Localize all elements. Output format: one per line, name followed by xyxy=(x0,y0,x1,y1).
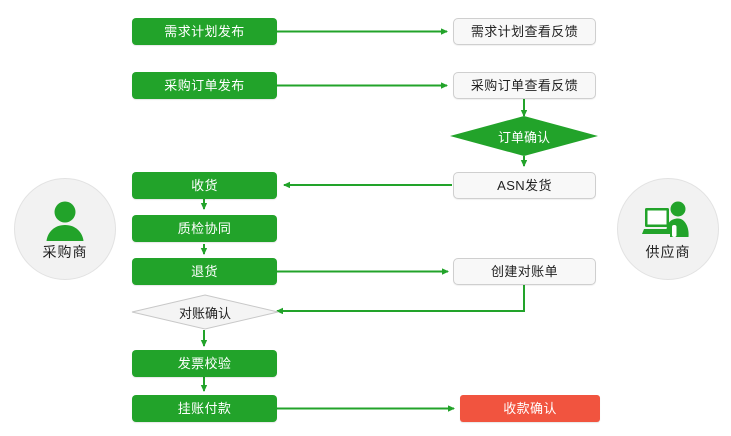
node-label: 退货 xyxy=(191,264,218,279)
node-label: 订单确认 xyxy=(497,129,550,145)
diamond-shape-icon xyxy=(131,294,279,330)
node-label: 采购订单查看反馈 xyxy=(470,78,579,93)
node-order-confirm[interactable]: 订单确认 xyxy=(450,116,598,156)
node-label: 收款确认 xyxy=(503,401,557,416)
node-statement-confirm[interactable]: 对账确认 xyxy=(131,294,279,330)
node-label: 创建对账单 xyxy=(490,264,558,279)
node-invoice-verification[interactable]: 发票校验 xyxy=(132,350,277,377)
node-purchase-order-publish[interactable]: 采购订单发布 xyxy=(132,72,277,99)
actor-supplier[interactable]: 供应商 xyxy=(617,178,719,280)
node-demand-plan-publish[interactable]: 需求计划发布 xyxy=(132,18,277,45)
edge-statement-to-confirm xyxy=(276,285,525,315)
node-label: 对账确认 xyxy=(178,305,231,321)
node-label: 挂账付款 xyxy=(177,401,232,416)
diamond-shape-icon xyxy=(450,116,598,156)
node-label: ASN发货 xyxy=(497,178,552,193)
node-label: 发票校验 xyxy=(177,356,232,371)
node-label: 收货 xyxy=(191,178,218,193)
node-label: 需求计划查看反馈 xyxy=(470,24,579,39)
actor-buyer-label: 采购商 xyxy=(42,243,88,260)
node-label: 质检协同 xyxy=(177,221,232,236)
node-payment-on-account[interactable]: 挂账付款 xyxy=(132,395,277,422)
node-label: 采购订单发布 xyxy=(164,78,245,93)
person-at-computer-icon xyxy=(642,201,689,237)
node-goods-receipt[interactable]: 收货 xyxy=(132,172,277,199)
node-create-statement[interactable]: 创建对账单 xyxy=(453,258,596,285)
node-asn-shipment[interactable]: ASN发货 xyxy=(453,172,596,199)
actor-supplier-label: 供应商 xyxy=(645,243,691,260)
node-return-goods[interactable]: 退货 xyxy=(132,258,277,285)
node-label: 需求计划发布 xyxy=(164,24,245,39)
node-payment-confirm[interactable]: 收款确认 xyxy=(460,395,600,422)
person-icon xyxy=(46,201,84,241)
node-demand-plan-feedback[interactable]: 需求计划查看反馈 xyxy=(453,18,596,45)
node-purchase-order-feedback[interactable]: 采购订单查看反馈 xyxy=(453,72,596,99)
actor-buyer[interactable]: 采购商 xyxy=(14,178,116,280)
node-quality-collaboration[interactable]: 质检协同 xyxy=(132,215,277,242)
